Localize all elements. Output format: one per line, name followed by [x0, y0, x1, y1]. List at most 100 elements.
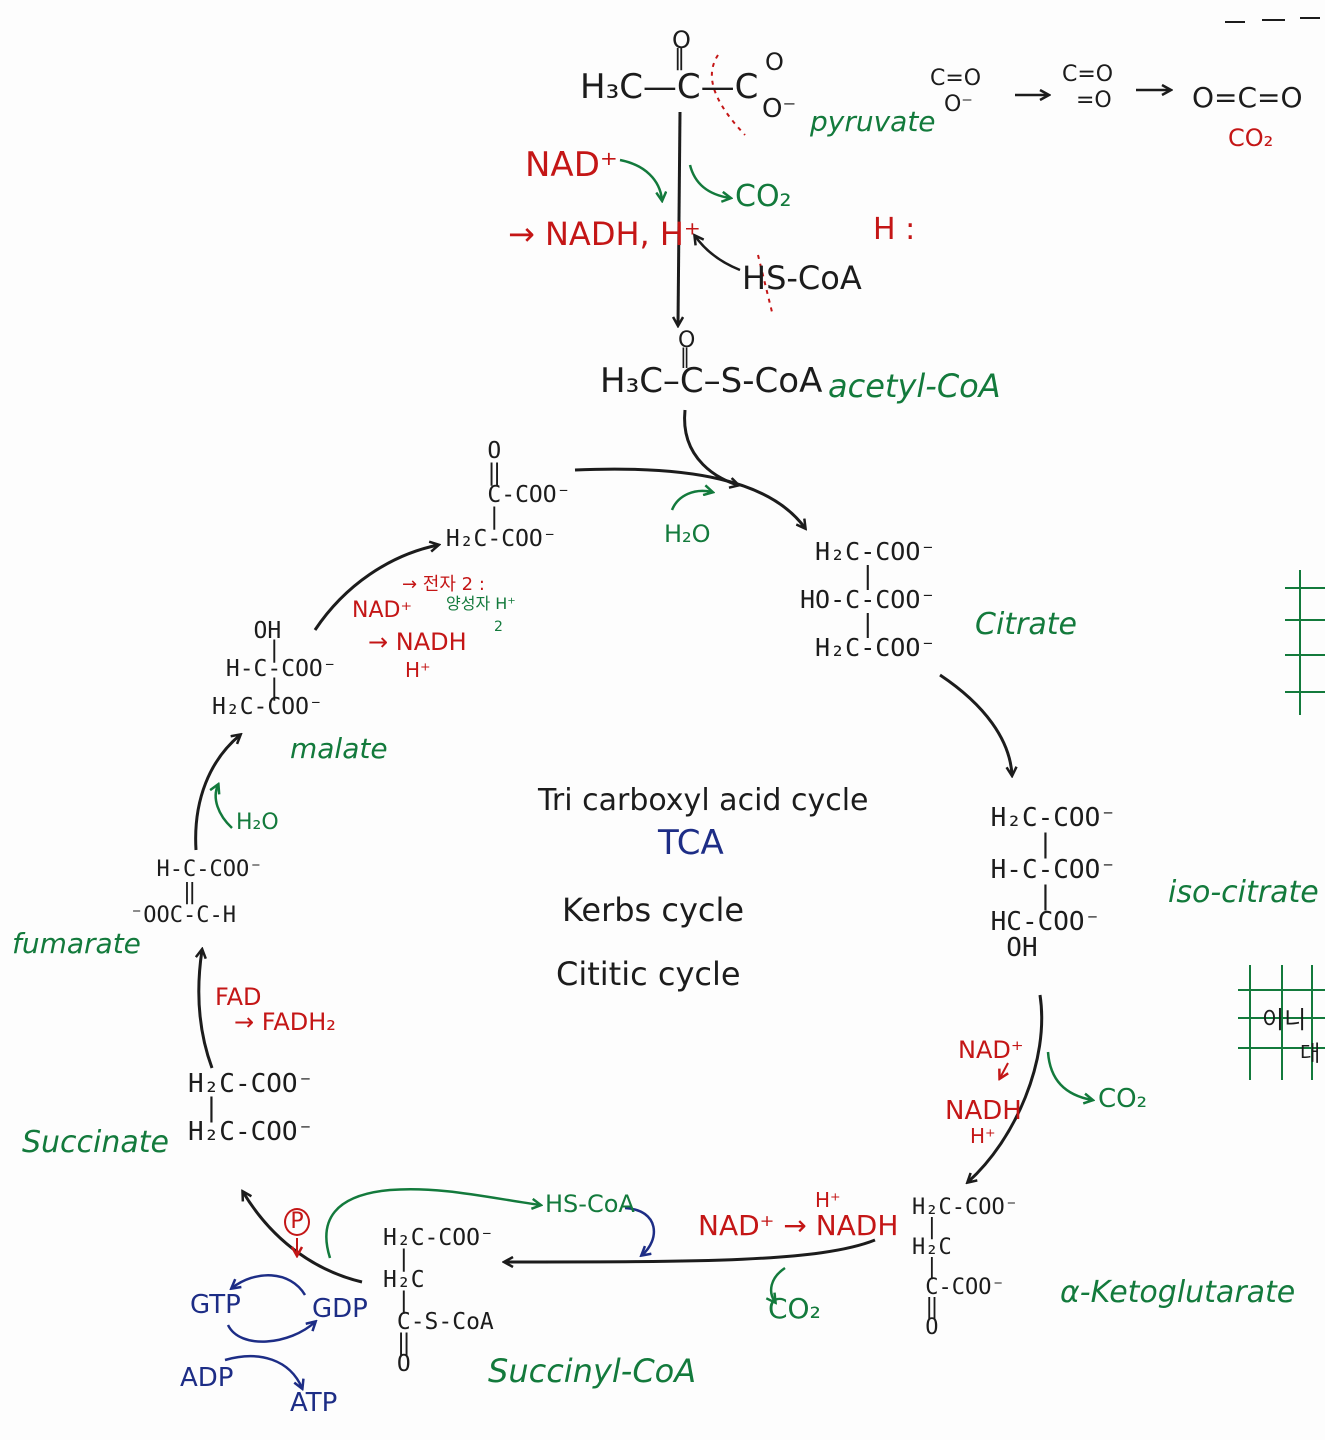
cycle-title-tca: TCA: [658, 823, 724, 863]
margin-grid-2: [1238, 965, 1325, 1080]
fumarate-label: fumarate: [12, 927, 141, 960]
gdp-to-gtp-arrow: [232, 1274, 307, 1296]
malate-line-5: H₂C-COO⁻: [212, 694, 323, 720]
citrate-synthase-arrow: [574, 467, 805, 528]
isocitrate-line-4: |: [975, 881, 1054, 911]
acetyl-coa-carbonyl-o: O: [678, 328, 696, 353]
citrate-line-5: H₂C-COO⁻: [800, 633, 936, 662]
citrate-structure: H₂C-COO⁻ | HO-C-COO⁻ | H₂C-COO⁻: [800, 539, 936, 662]
mdh-h: H⁺: [405, 658, 431, 682]
scs-arrow: [243, 1192, 363, 1284]
gdp-label: GDP: [312, 1294, 368, 1324]
succinyl-coa-line-7: O: [383, 1351, 411, 1377]
pdh-h-note: H :: [873, 212, 916, 247]
succinyl-coa-structure: H₂C-COO⁻ | H₂C | C-S-CoA ‖ O: [383, 1227, 494, 1377]
co2-step-label: CO₂: [1228, 124, 1274, 152]
acetyl-coa-formula: H₃C–C–S-CoA: [600, 361, 823, 401]
succinate-line-2: |: [188, 1093, 220, 1123]
succinyl-coa-line-4: |: [383, 1288, 411, 1314]
pdh-co2-arrow: [688, 164, 730, 198]
akg-line-1: H₂C-COO⁻: [912, 1195, 1018, 1220]
pyruvate-anion: O⁻: [762, 94, 797, 124]
succinyl-coa-line-5: C-S-CoA: [383, 1309, 494, 1335]
isocitrate-line-5: HC-COO⁻: [975, 907, 1101, 937]
water-in-arrow: [670, 491, 712, 511]
isocitrate-label: iso-citrate: [1168, 875, 1319, 910]
cycle-title-full: Tri carboxyl acid cycle: [538, 783, 869, 818]
oxaloacetate-line-4: |: [432, 504, 502, 530]
akgdh-arrow: [505, 1238, 876, 1262]
idh-arrow: [968, 994, 1044, 1182]
succinate-line-3: H₂C-COO⁻: [188, 1117, 314, 1147]
citrate-line-4: |: [800, 609, 876, 638]
margin-note-right: 이니: [1262, 1006, 1307, 1034]
idh-co2: CO₂: [1098, 1084, 1148, 1114]
akg-line-5: C-COO⁻: [912, 1275, 1005, 1300]
akgdh-h: H⁺: [815, 1188, 841, 1212]
hscoa-cut-line: [757, 254, 773, 313]
akg-label: α-Ketoglutarate: [1060, 1275, 1296, 1310]
pdh-nad-in: NAD⁺: [525, 145, 618, 185]
oxaloacetate-structure: O ‖ C-COO⁻ | H₂C-COO⁻: [432, 440, 571, 552]
pdh-nadh-out: → NADH, H⁺: [508, 215, 701, 253]
co2-step-3: O=C=O: [1192, 81, 1303, 114]
succinyl-coa-line-3: H₂C: [383, 1267, 425, 1293]
succinyl-coa-line-6: ‖: [383, 1330, 411, 1356]
isocitrate-line-1: H₂C-COO⁻: [975, 803, 1116, 833]
pdh-co2-out: CO₂: [735, 179, 792, 214]
mdh-nad: NAD⁺: [352, 598, 413, 623]
pdh-hscoa-in: HS-CoA: [742, 259, 862, 297]
oxaloacetate-line-5: H₂C-COO⁻: [432, 526, 557, 552]
margin-dash: [1225, 17, 1320, 23]
co2-step-1: C=O O⁻: [930, 66, 982, 117]
sdh-fadh2: → FADH₂: [234, 1008, 336, 1036]
malate-label: malate: [290, 732, 388, 765]
citrate-line-3: HO-C-COO⁻: [800, 585, 936, 614]
akg-line-7: O: [912, 1315, 939, 1340]
fumarate-structure: H-C-COO⁻ ‖ ⁻OOC-C-H: [130, 858, 262, 927]
akg-structure: H₂C-COO⁻ | H₂C | C-COO⁻ ‖ O: [912, 1195, 1018, 1340]
akg-line-3: H₂C: [912, 1235, 952, 1260]
succinate-structure: H₂C-COO⁻ | H₂C-COO⁻: [188, 1071, 314, 1147]
sdh-fad: FAD: [215, 983, 262, 1011]
akgdh-co2-arrow: [771, 1266, 786, 1302]
malate-line-1: OH: [212, 618, 282, 644]
idh-nadh: NADH: [945, 1096, 1022, 1126]
adp-label: ADP: [180, 1363, 234, 1393]
succinyl-coa-label: Succinyl-CoA: [488, 1352, 697, 1390]
pdh-hscoa-arrow: [695, 236, 741, 272]
citrate-line-2: |: [800, 561, 876, 590]
mdh-arrow: [313, 545, 438, 631]
idh-co2-arrow: [1046, 1051, 1092, 1100]
scs-hscoa: HS-CoA: [545, 1190, 635, 1218]
cycle-title-cititic: Cititic cycle: [556, 955, 741, 993]
pyruvate-carbonyl-bond: ‖: [674, 46, 685, 71]
mdh-proton-count: 2: [494, 619, 503, 635]
fumarate-line-1: H-C-COO⁻: [130, 857, 263, 882]
malate-line-4: |: [212, 675, 282, 701]
adp-to-atp-arrow: [224, 1355, 302, 1388]
pyruvate-carbonyl-o: O: [672, 26, 691, 54]
margin-grid-1: [1285, 570, 1325, 715]
isocitrate-line-2: |: [975, 829, 1054, 859]
fumarase-water-arrow: [216, 785, 233, 829]
phosphate-symbol: P: [284, 1208, 310, 1236]
oxaloacetate-line-2: ‖: [432, 460, 502, 486]
water-in-label: H₂O: [664, 520, 711, 548]
malate-structure: OH | H-C-COO⁻ | H₂C-COO⁻: [212, 618, 337, 720]
akg-line-2: |: [912, 1215, 939, 1240]
aconitase-arrow: [939, 673, 1012, 775]
hscoa-return-arrow: [624, 1206, 656, 1255]
malate-line-3: H-C-COO⁻: [212, 656, 337, 682]
margin-note-right-2: 대: [1300, 1042, 1321, 1067]
co2-step-2: C=O =O: [1062, 62, 1114, 113]
oxaloacetate-line-3: C-COO⁻: [432, 482, 571, 508]
fumarase-water: H₂O: [236, 810, 279, 835]
pyruvate-acid-o: O: [765, 48, 784, 76]
succinyl-coa-line-2: |: [383, 1246, 411, 1272]
scs-hscoa-arrow: [325, 1187, 540, 1259]
malate-line-2: |: [212, 637, 282, 663]
cycle-title-kerbs: Kerbs cycle: [562, 891, 745, 929]
